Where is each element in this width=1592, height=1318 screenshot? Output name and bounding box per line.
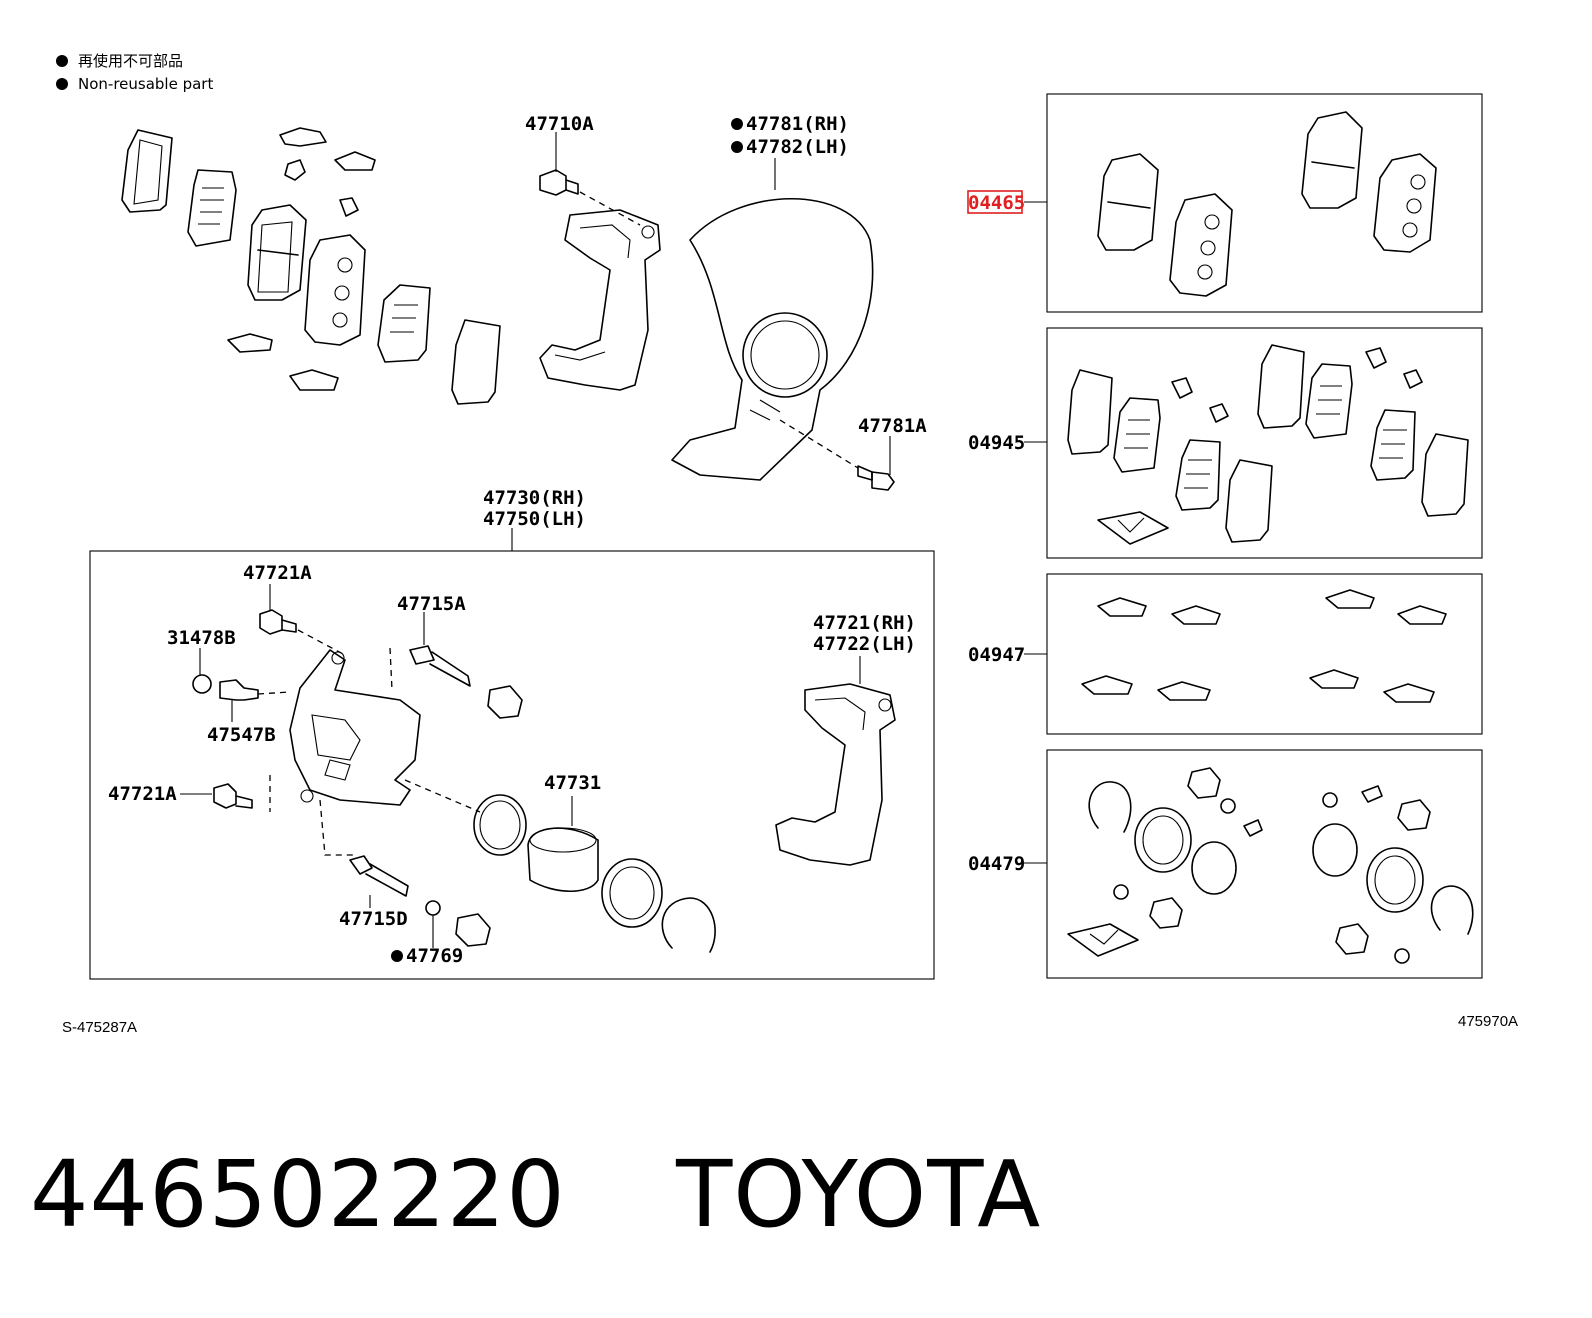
caliper-assembly-box: [89, 550, 935, 980]
bolt-47781A: [857, 436, 895, 491]
label-47715A: 47715A: [397, 593, 466, 615]
legend: 再使用不可部品 Non-reusable part: [56, 52, 213, 93]
part-number: 446502220: [30, 1141, 566, 1248]
non-reusable-marker-icon: [731, 118, 743, 130]
mounting-bracket-top: [539, 209, 661, 391]
bolt-47710A: [539, 132, 641, 226]
label-47731: 47731: [544, 772, 601, 794]
label-47781A: 47781A: [858, 415, 927, 437]
non-reusable-marker-icon: [391, 950, 403, 962]
label-31478B: 31478B: [167, 627, 236, 649]
legend-jp: 再使用不可部品: [78, 52, 183, 70]
kit-box-04945: [1046, 327, 1483, 559]
page-title: 446502220 TOYOTA: [30, 1145, 1041, 1245]
legend-en: Non-reusable part: [78, 75, 213, 93]
label-47721A-left: 47721A: [108, 783, 177, 805]
kit-04945-parts: [1067, 344, 1469, 545]
label-47715D: 47715D: [339, 908, 408, 930]
pad-shim-exploded-group: [121, 127, 501, 405]
kit-box-04947: [1046, 573, 1483, 735]
kit-04465-parts: [1097, 111, 1437, 297]
label-47547B: 47547B: [207, 724, 276, 746]
kit-box-04479: [1046, 749, 1483, 979]
label-47782LH: 47782(LH): [746, 136, 849, 158]
label-47710A: 47710A: [525, 113, 594, 135]
label-kit-04479: 04479: [968, 853, 1025, 875]
dust-shield: [671, 158, 874, 481]
non-reusable-marker-icon: [56, 78, 68, 90]
kit-box-04465: [1046, 93, 1483, 313]
caliper-assembly-parts: [180, 584, 896, 953]
label-47781RH: 47781(RH): [746, 113, 849, 135]
reference-code-left: S-475287A: [62, 1019, 137, 1036]
label-47730RH: 47730(RH): [483, 487, 586, 509]
label-kit-04945: 04945: [968, 432, 1025, 454]
label-47721A-top: 47721A: [243, 562, 312, 584]
brand-name: TOYOTA: [676, 1141, 1042, 1248]
label-47721RH: 47721(RH): [813, 612, 916, 634]
highlight-04465: [967, 190, 1023, 214]
non-reusable-marker-icon: [56, 55, 68, 67]
part-labels: 47710A 47781(RH) 47782(LH) 47781A 47730(…: [108, 113, 1025, 967]
label-47750LH: 47750(LH): [483, 508, 586, 530]
label-47722LH: 47722(LH): [813, 633, 916, 655]
label-kit-04465: 04465: [968, 192, 1025, 214]
non-reusable-marker-icon: [731, 141, 743, 153]
label-kit-04947: 04947: [968, 644, 1025, 666]
kit-04479-parts: [1067, 767, 1474, 964]
reference-code-right: 475970A: [1458, 1013, 1518, 1030]
label-47769: 47769: [406, 945, 463, 967]
kit-04947-parts: [1081, 589, 1447, 703]
